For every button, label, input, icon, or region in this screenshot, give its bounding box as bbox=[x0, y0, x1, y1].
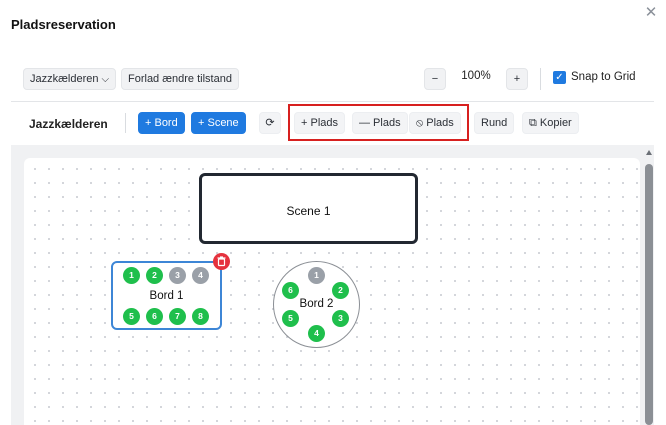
add-seat-button[interactable]: + Plads bbox=[294, 112, 345, 134]
toolbar-title: Jazzkælderen bbox=[29, 117, 108, 131]
add-scene-button[interactable]: + Scene bbox=[191, 112, 246, 134]
seat[interactable]: 8 bbox=[192, 308, 209, 325]
table-1-label: Bord 1 bbox=[149, 290, 184, 302]
top-controls: Jazzkælderen⌵ Forlad ændre tilstand − 10… bbox=[0, 66, 666, 92]
scene-label: Scene 1 bbox=[286, 204, 331, 218]
seat[interactable]: 1 bbox=[308, 267, 325, 284]
trash-icon bbox=[217, 256, 226, 267]
exit-edit-mode-button[interactable]: Forlad ændre tilstand bbox=[121, 68, 239, 90]
snap-to-grid-checkbox[interactable]: ✓ bbox=[553, 71, 566, 84]
seat[interactable]: 6 bbox=[146, 308, 163, 325]
refresh-icon: ⟳ bbox=[265, 117, 275, 129]
zoom-out-button[interactable]: − bbox=[424, 68, 446, 90]
toolbar: Jazzkælderen + Bord + Scene ⟳ + Plads — … bbox=[0, 111, 666, 137]
block-seat-label: Plads bbox=[426, 117, 454, 129]
seat[interactable]: 6 bbox=[282, 282, 299, 299]
divider bbox=[540, 68, 541, 90]
delete-table-button[interactable] bbox=[213, 253, 230, 270]
seat[interactable]: 5 bbox=[123, 308, 140, 325]
snap-to-grid-label: Snap to Grid bbox=[571, 71, 636, 83]
venue-select[interactable]: Jazzkælderen⌵ bbox=[23, 68, 117, 90]
add-table-button[interactable]: + Bord bbox=[138, 112, 185, 134]
close-icon[interactable]: ✕ bbox=[644, 4, 658, 21]
highlight-box bbox=[288, 104, 469, 141]
scene-element[interactable]: Scene 1 bbox=[199, 173, 418, 244]
remove-seat-button[interactable]: — Plads bbox=[352, 112, 408, 134]
divider bbox=[125, 113, 126, 133]
seat[interactable]: 4 bbox=[308, 325, 325, 342]
copy-icon: ⧉ bbox=[529, 117, 537, 129]
seat[interactable]: 2 bbox=[146, 267, 163, 284]
seat[interactable]: 7 bbox=[169, 308, 186, 325]
seat[interactable]: 2 bbox=[332, 282, 349, 299]
copy-button[interactable]: ⧉ Kopier bbox=[522, 112, 579, 134]
scroll-thumb[interactable] bbox=[645, 164, 653, 425]
vertical-scrollbar[interactable] bbox=[645, 150, 654, 425]
block-seat-button[interactable]: ⦸ Plads bbox=[409, 112, 461, 134]
refresh-button[interactable]: ⟳ bbox=[259, 112, 281, 134]
chevron-down-icon: ⌵ bbox=[101, 74, 110, 85]
seat[interactable]: 4 bbox=[192, 267, 209, 284]
copy-label: Kopier bbox=[539, 117, 572, 129]
scroll-up-icon[interactable] bbox=[646, 150, 652, 155]
zoom-in-button[interactable]: + bbox=[506, 68, 528, 90]
divider bbox=[11, 101, 654, 102]
table-2-label: Bord 2 bbox=[299, 298, 334, 310]
venue-select-label: Jazzkælderen bbox=[30, 73, 99, 85]
seat[interactable]: 3 bbox=[169, 267, 186, 284]
seat[interactable]: 5 bbox=[282, 310, 299, 327]
zoom-level: 100% bbox=[461, 70, 491, 82]
dialog-title: Pladsreservation bbox=[11, 17, 116, 32]
seat[interactable]: 3 bbox=[332, 310, 349, 327]
block-icon: ⦸ bbox=[416, 117, 424, 129]
round-button[interactable]: Rund bbox=[474, 112, 515, 134]
seat[interactable]: 1 bbox=[123, 267, 140, 284]
